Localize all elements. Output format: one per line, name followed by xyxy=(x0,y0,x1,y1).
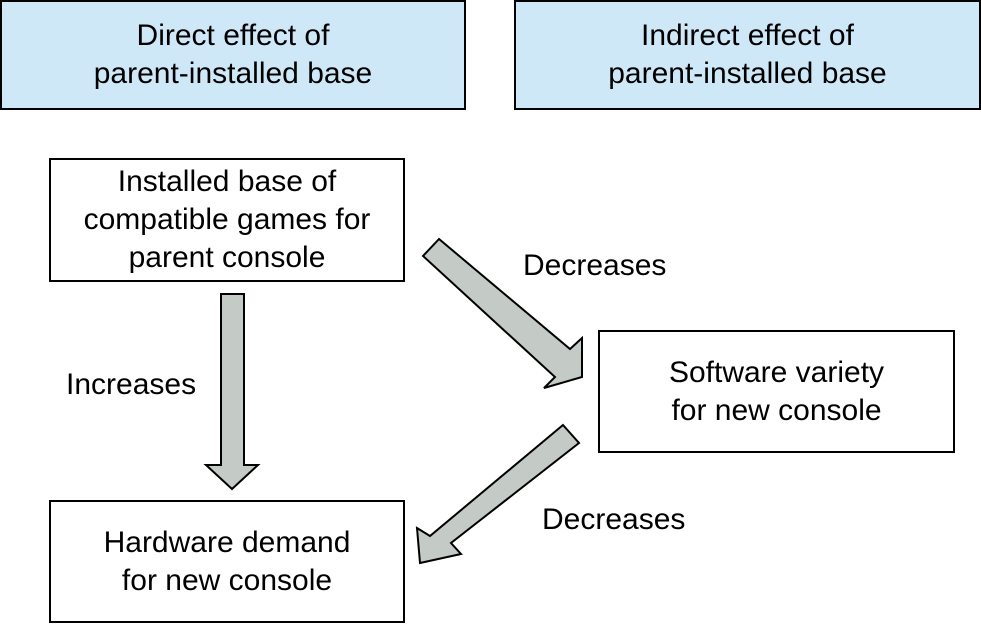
arrow-base-to-hardware xyxy=(203,293,261,491)
node-software-variety: Software variety for new console xyxy=(598,330,955,453)
node-hardware-demand-label: Hardware demand for new console xyxy=(103,525,351,597)
arrow-base-to-software xyxy=(421,237,583,389)
node-software-variety-label: Software variety for new console xyxy=(668,355,885,427)
header-indirect-effect: Indirect effect of parent-installed base xyxy=(514,0,981,110)
node-installed-base: Installed base of compatible games for p… xyxy=(49,158,405,282)
header-direct-effect-label: Direct effect of parent-installed base xyxy=(93,19,373,90)
node-hardware-demand: Hardware demand for new console xyxy=(49,500,405,623)
header-direct-effect: Direct effect of parent-installed base xyxy=(0,0,466,110)
node-installed-base-label: Installed base of compatible games for p… xyxy=(83,165,371,274)
edge-label-decreases-software: Decreases xyxy=(523,249,667,282)
arrow-software-to-hardware xyxy=(415,423,581,565)
header-indirect-effect-label: Indirect effect of parent-installed base xyxy=(608,19,887,90)
edge-label-increases: Increases xyxy=(66,368,197,401)
edge-label-decreases-hardware: Decreases xyxy=(542,503,686,536)
